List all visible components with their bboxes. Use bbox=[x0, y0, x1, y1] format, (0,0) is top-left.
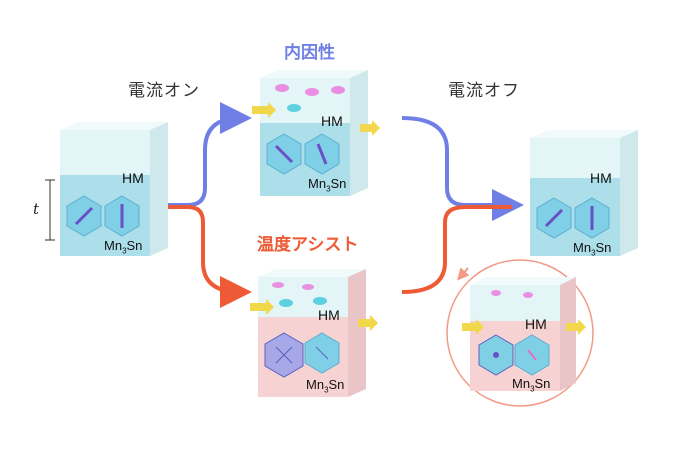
block-thermal bbox=[250, 269, 378, 397]
intrinsic-path bbox=[168, 102, 524, 221]
hm-label-zoom: HM bbox=[525, 316, 547, 332]
hm-label-final: HM bbox=[590, 170, 612, 186]
mn3sn-label-intrinsic: Mn3Sn bbox=[308, 176, 347, 194]
hm-label-initial: HM bbox=[122, 170, 144, 186]
block-zoom bbox=[462, 277, 586, 391]
mn3sn-label-zoom: Mn3Sn bbox=[512, 376, 551, 394]
relaxation-arrow bbox=[457, 267, 470, 281]
thermal-assist-label: 温度アシスト bbox=[257, 235, 359, 255]
mn3sn-label-final: Mn3Sn bbox=[573, 240, 612, 258]
hexagon-left bbox=[66, 195, 102, 237]
hexagon-right bbox=[104, 195, 140, 237]
thickness-label: t bbox=[33, 200, 40, 218]
hm-label-intrinsic: HM bbox=[321, 113, 343, 129]
hm-label-thermal: HM bbox=[318, 307, 340, 323]
block-final bbox=[530, 130, 638, 256]
block-intrinsic bbox=[252, 70, 380, 196]
block-initial bbox=[60, 122, 168, 256]
mn3sn-label-thermal: Mn3Sn bbox=[306, 377, 345, 395]
thermal-path bbox=[168, 205, 512, 308]
current-off-label: 電流オフ bbox=[448, 81, 520, 101]
mn3sn-label-initial: Mn3Sn bbox=[104, 238, 143, 256]
current-on-label: 電流オン bbox=[128, 81, 200, 101]
intrinsic-label: 内因性 bbox=[284, 43, 335, 63]
